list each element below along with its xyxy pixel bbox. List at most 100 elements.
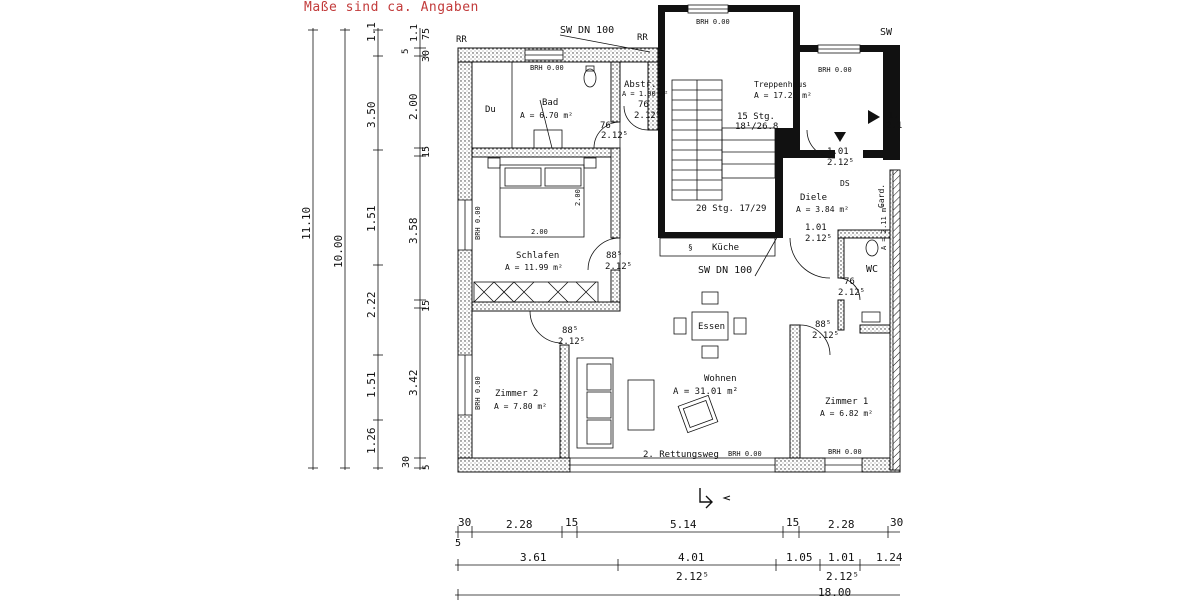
room-diele-area: A = 3.84 m² — [796, 205, 849, 214]
label-stairs-main: 15 Stg. — [737, 112, 775, 122]
dim-col3-1: 3.50 — [365, 102, 378, 129]
fixtures — [473, 34, 881, 509]
door-right-width: 1. — [888, 111, 899, 121]
dim-inner: 10.00 — [332, 235, 345, 268]
label-brh-wohnen: BRH 0.00 — [728, 450, 762, 458]
room-schlafen-area: A = 11.99 m² — [505, 263, 563, 272]
dim-bottom-r1-4: 15 — [786, 516, 799, 529]
room-treppenhaus: Treppenhaus — [754, 80, 807, 89]
label-bed-height: 2.00 — [574, 189, 582, 206]
dim-bottom-r2-sub-1: 2.12⁵ — [826, 570, 859, 583]
dim-col3-3: 2.22 — [365, 292, 378, 319]
windows — [457, 4, 863, 473]
room-abstr-area: A = 1.00 m² — [622, 90, 668, 98]
room-abstr: Abstr. — [624, 80, 657, 90]
dim-col4-0: 1.1 — [409, 24, 420, 42]
door-diele-width: 1.01 — [805, 223, 827, 233]
dim-bottom-r1-sub: 5 — [455, 538, 461, 549]
dim-bottom-r2-0: 3.61 — [520, 551, 547, 564]
door-wc-width: 76 — [844, 277, 855, 287]
dim-col3-2: 1.51 — [365, 206, 378, 233]
door-treppe-width: 1.01 — [827, 147, 849, 157]
door-zimmer2-height: 2.12⁵ — [558, 337, 585, 347]
dim-bottom-r1-2: 15 — [565, 516, 578, 529]
door-zimmer1-height: 2.12⁵ — [812, 331, 839, 341]
room-zimmer2: Zimmer 2 — [495, 389, 538, 399]
door-diele-height: 2.12⁵ — [805, 234, 832, 244]
dim-col4-5: 15 — [421, 300, 432, 312]
room-wohnen: Wohnen — [704, 374, 737, 384]
label-ds: DS — [840, 179, 850, 188]
room-labels: Du Bad A = 6.70 m² Abstr. A = 1.00 m² Sc… — [485, 80, 888, 418]
misc-labels: SW DN 100 SW SW DN 100 RR RR 15 Stg. 18¹… — [456, 18, 893, 460]
label-bed-width: 2.00 — [531, 228, 548, 236]
label-stairs-lower: 20 Stg. 17/29 — [696, 204, 766, 214]
room-wc: WC — [866, 264, 878, 275]
dim-bottom-r2-3: 1.01 — [828, 551, 855, 564]
door-zimmer2-width: 88⁵ — [562, 326, 578, 336]
dim-bottom-r1-3: 5.14 — [670, 518, 697, 531]
dim-bottom-r2-4: 1.24 — [876, 551, 903, 564]
dim-col5-0: 75 — [421, 28, 432, 40]
label-brh-stair-top: BRH 0.00 — [696, 18, 730, 26]
dim-bottom-r2-2: 1.05 — [786, 551, 813, 564]
door-wc-height: 2.12⁵ — [838, 288, 865, 298]
door-schlafen-width: 88⁵ — [606, 251, 622, 261]
room-wc-area: A = 2.11 m² — [880, 204, 888, 250]
dim-col3-0: 1.1 — [365, 22, 378, 42]
dim-bottom-r1-5: 2.28 — [828, 518, 855, 531]
room-zimmer1-area: A = 6.82 m² — [820, 409, 873, 418]
dim-col4-2: 2.00 — [407, 94, 420, 121]
room-gard: Gard. — [877, 184, 886, 208]
dim-bottom-r1-6: 30 — [890, 516, 903, 529]
dim-col4-7: 30 — [401, 456, 412, 468]
dim-bottom-total: 18.00 — [818, 586, 851, 599]
door-bad-width: 76 — [600, 121, 611, 131]
dimension-disclaimer: Maße sind ca. Angaben — [304, 0, 479, 15]
dim-bottom-r1-0: 30 — [458, 516, 471, 529]
door-zimmer1-width: 88⁵ — [815, 320, 831, 330]
dim-col4-1: 5 — [401, 49, 411, 54]
interior-walls — [471, 61, 901, 471]
label-sw-mid: SW DN 100 — [698, 265, 752, 276]
room-treppenhaus-area: A = 17.25 m² — [754, 91, 812, 100]
room-wohnen-area: A = 31.01 m² — [673, 387, 738, 397]
room-bad: Bad — [542, 98, 558, 108]
label-brh-bad: BRH 0.00 — [530, 64, 564, 72]
label-brh-zimmer1: BRH 0.00 — [828, 448, 862, 456]
dim-bottom-r1-1: 2.28 — [506, 518, 533, 531]
label-rr-left: RR — [456, 35, 467, 45]
dim-col4-4: 3.58 — [407, 218, 420, 245]
room-bad-area: A = 6.70 m² — [520, 111, 573, 120]
label-rr-right: RR — [637, 33, 648, 43]
door-labels: 76 2.12⁵ 76 2.12⁵ 1.01 2.12⁵ 88⁵ 2.12⁵ 1… — [558, 100, 902, 347]
room-zimmer1: Zimmer 1 — [825, 397, 868, 407]
door-bad-height: 2.12⁵ — [601, 131, 628, 141]
left-dimension-chain: 11.10 10.00 1.1 3.50 1.51 2.22 1.51 1.26… — [300, 22, 432, 470]
dim-outer: 11.10 — [300, 207, 313, 240]
room-essen: Essen — [698, 322, 725, 332]
label-brh-zimmer2: BRH 0.00 — [474, 376, 482, 410]
door-right-height: 2.1 — [886, 121, 902, 131]
room-du: Du — [485, 105, 496, 115]
label-rettungsweg: 2. Rettungsweg — [643, 450, 719, 460]
room-kueche: Küche — [712, 243, 739, 253]
door-schlafen-height: 2.12⁵ — [605, 262, 632, 272]
room-diele: Diele — [800, 193, 827, 203]
room-schlafen: Schlafen — [516, 251, 559, 261]
dim-col4-6: 3.42 — [407, 370, 420, 397]
dim-bottom-r2-sub-0: 2.12⁵ — [676, 570, 709, 583]
label-stairs-ratio: 18¹/26.8 — [735, 122, 778, 132]
dim-bottom-r2-1: 4.01 — [678, 551, 705, 564]
label-sw-top: SW DN 100 — [560, 25, 614, 36]
dim-col3-5: 1.26 — [365, 428, 378, 455]
dim-col5-1: 30 — [421, 50, 432, 62]
dim-col4-8: 5 — [422, 465, 432, 470]
icon-kueche-marker: § — [688, 243, 693, 252]
label-sw-top-right: SW — [880, 27, 893, 38]
door-swings — [529, 105, 861, 356]
door-abstr-width: 76 — [638, 100, 649, 110]
door-abstr-height: 2.12⁵ — [634, 111, 661, 121]
